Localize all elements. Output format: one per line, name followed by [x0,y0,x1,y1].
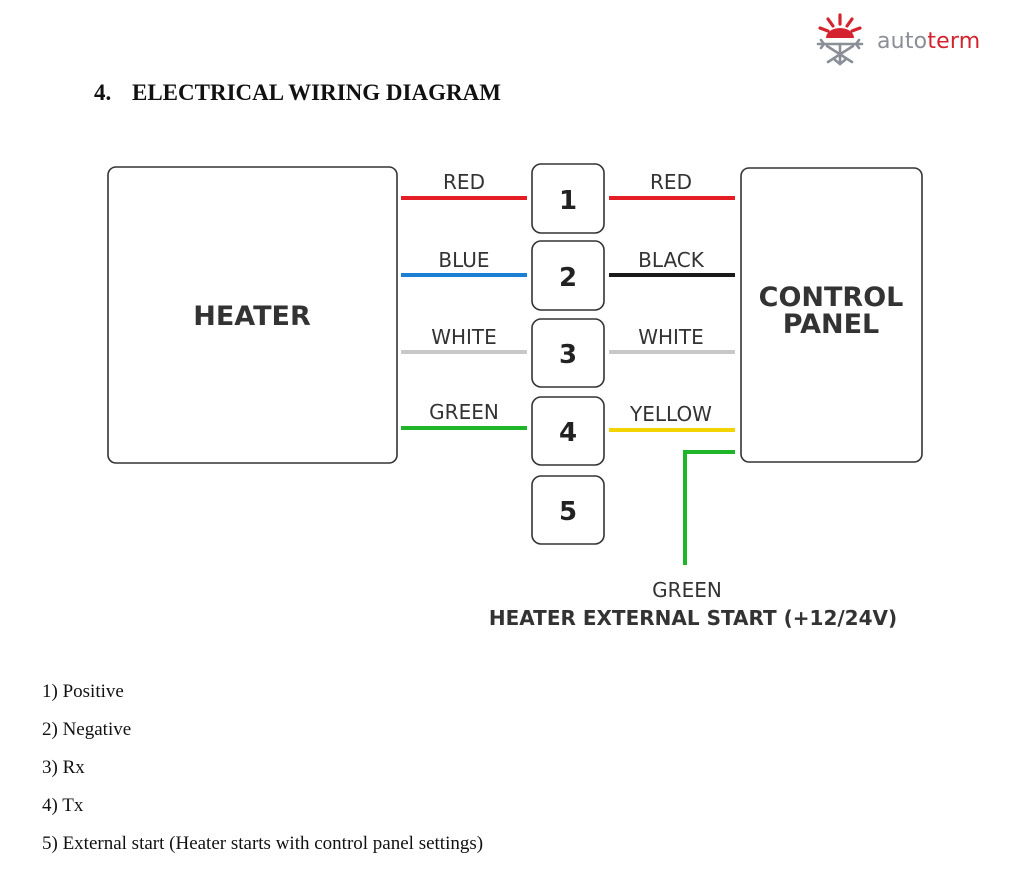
heater-label: HEATER [193,301,311,332]
wire-left-label: WHITE [431,325,497,349]
terminal-block: 1 2 3 4 5 [531,163,605,545]
list-item: 4) Tx [42,795,84,816]
terminal-1 [531,163,605,234]
terminal-4 [531,396,605,466]
external-start-note: HEATER EXTERNAL START (+12/24V) [489,606,897,630]
wire-left-label: BLUE [438,248,489,272]
autoterm-logo-icon [816,13,864,66]
wire-right-label: YELLOW [629,402,712,426]
terminal-3 [531,318,605,388]
terminal-number: 4 [559,418,577,448]
list-item: 5) External start (Heater starts with co… [42,833,484,854]
wire-right-label: BLACK [638,248,705,272]
wire-left-label: GREEN [429,400,499,424]
terminal-2 [531,240,605,311]
control-panel-label: CONTROL [759,282,904,313]
list-item: 1) Positive [42,681,124,702]
list-item: 2) Negative [42,719,132,740]
control-panel-box [740,167,923,463]
heater-box [107,166,398,464]
wire-external-start [683,450,735,565]
wire-right-label: RED [650,170,692,194]
terminal-5 [531,475,605,545]
external-wire-label: GREEN [652,578,722,602]
terminal-number: 3 [559,340,577,370]
terminal-number: 1 [559,186,577,216]
control-panel-label: PANEL [783,309,879,340]
brand-wordmark: autoterm [877,29,981,54]
page-title: 4.ELECTRICAL WIRING DIAGRAM [94,80,501,105]
terminal-number: 5 [559,497,577,527]
terminal-legend: 1) Positive 2) Negative 3) Rx 4) Tx 5) E… [42,680,483,870]
wire-left-label: RED [443,170,485,194]
terminal-number: 2 [559,263,577,293]
list-item: 3) Rx [42,757,85,778]
wire-right-label: WHITE [638,325,704,349]
